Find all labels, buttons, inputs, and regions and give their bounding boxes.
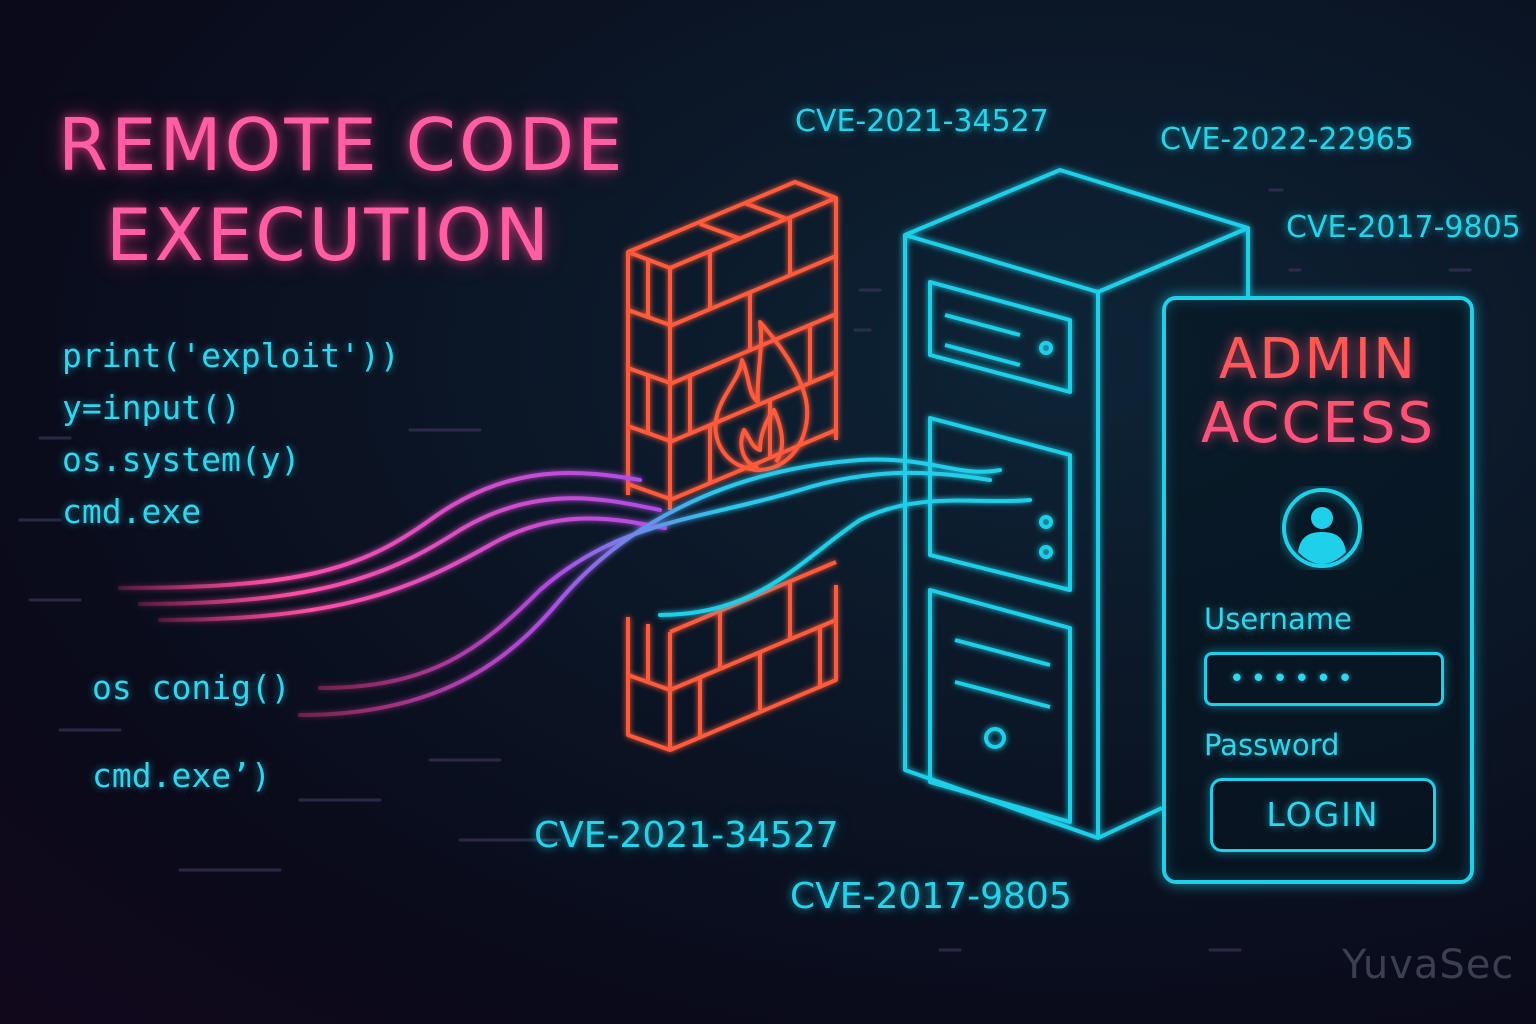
code-line: os.system(y) <box>62 440 301 479</box>
code-line: cmd.exe <box>62 492 202 531</box>
code-line: print('exploit')) <box>62 336 400 375</box>
code-line: y=input() <box>62 388 241 427</box>
title-line-2: EXECUTION <box>106 193 553 277</box>
user-circle-icon <box>1282 488 1362 568</box>
username-label: Username <box>1204 602 1352 636</box>
title-line-1: REMOTE CODE <box>58 103 626 187</box>
code-line: os conig() <box>92 668 291 707</box>
watermark-text: YuvaSec <box>1342 942 1515 988</box>
password-label: Password <box>1204 728 1340 762</box>
username-input[interactable]: •••••• <box>1204 652 1444 706</box>
cve-label: CVE-2017-9805 <box>790 876 1072 917</box>
cve-label: CVE-2017-9805 <box>1286 210 1521 245</box>
cve-label: CVE-2022-22965 <box>1160 122 1414 157</box>
cve-label: CVE-2021-34527 <box>795 104 1049 139</box>
login-button[interactable]: LOGIN <box>1210 778 1436 852</box>
data-streams <box>118 457 1032 717</box>
background-dashes <box>18 188 1472 952</box>
page-title: REMOTE CODE EXECUTION <box>58 100 658 280</box>
admin-title-line-1: ADMIN <box>1218 327 1418 392</box>
admin-title-line-2: ACCESS <box>1200 391 1435 456</box>
flame-icon <box>713 320 810 472</box>
admin-login-panel: ADMIN ACCESS Username •••••• Password LO… <box>1162 296 1474 884</box>
cve-label: CVE-2021-34527 <box>534 815 839 856</box>
firewall-icon <box>626 180 838 752</box>
admin-access-title: ADMIN ACCESS <box>1166 328 1470 456</box>
code-line: cmd.exe’) <box>92 756 271 795</box>
server-tower-icon <box>903 168 1250 840</box>
